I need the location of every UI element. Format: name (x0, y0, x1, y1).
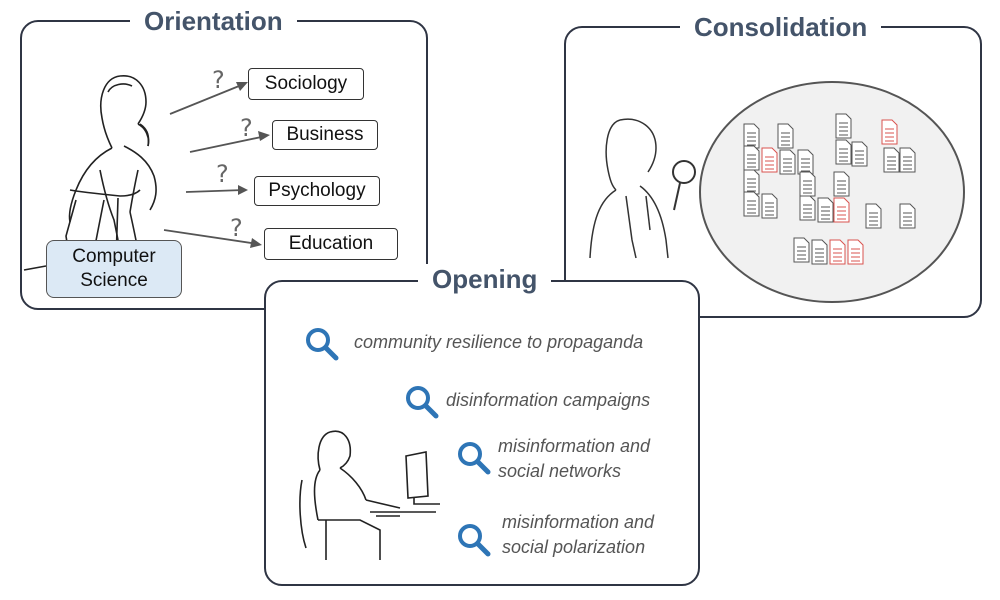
opening-title: Opening (418, 264, 552, 295)
cs-line2: Science (80, 270, 148, 291)
orientation-title: Orientation (130, 6, 297, 37)
question-mark-1: ? (212, 66, 225, 94)
query-4-line2: social polarization (502, 537, 646, 557)
field-business: Business (272, 120, 378, 150)
magnifier-icon (458, 524, 491, 557)
cs-line1: Computer (72, 246, 156, 267)
query-4-line1: misinformation and (502, 512, 655, 532)
query-4: misinformation and social polarization (502, 510, 654, 560)
question-mark-4: ? (230, 214, 243, 242)
query-1: community resilience to propaganda (354, 330, 643, 355)
computer-science-box: Computer Science (46, 240, 182, 298)
field-psychology: Psychology (254, 176, 380, 206)
query-3-line2: social networks (498, 461, 622, 481)
magnifier-icon (458, 442, 491, 475)
query-2-line1: disinformation campaigns (446, 390, 651, 410)
field-sociology: Sociology (248, 68, 364, 100)
question-mark-2: ? (240, 114, 253, 142)
query-3: misinformation and social networks (498, 434, 650, 484)
query-1-line1: community resilience to propaganda (354, 332, 644, 352)
magnifier-icon (406, 386, 439, 419)
question-mark-3: ? (216, 160, 229, 188)
consolidation-title: Consolidation (680, 12, 882, 43)
consolidation-panel (564, 26, 982, 318)
query-2: disinformation campaigns (446, 388, 650, 413)
query-3-line1: misinformation and (498, 436, 651, 456)
field-education: Education (264, 228, 398, 260)
magnifier-icon (306, 328, 339, 361)
